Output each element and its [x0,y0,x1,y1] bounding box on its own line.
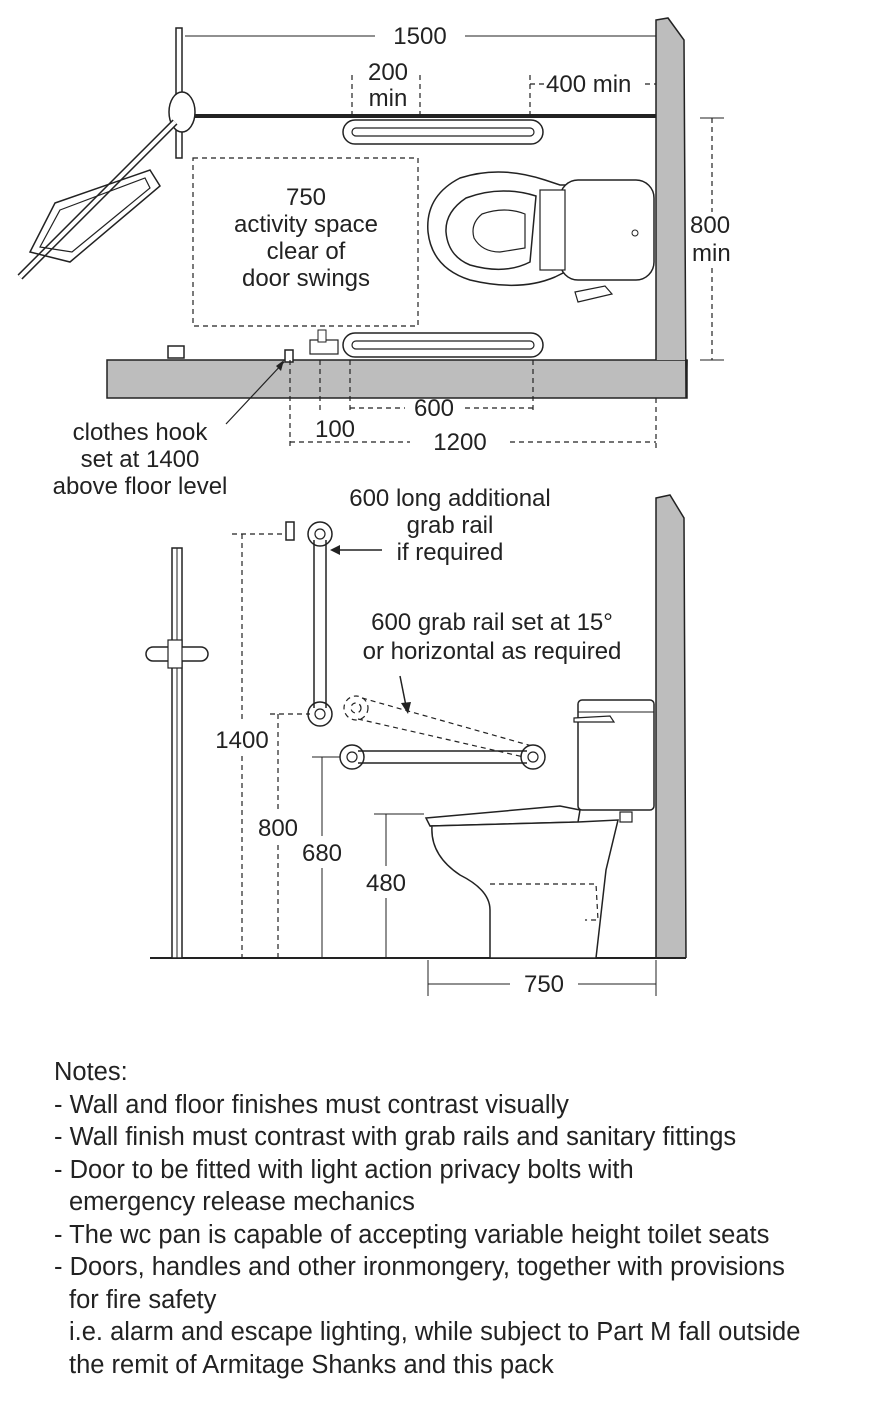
additional-rail-note-3: if required [397,539,504,566]
dim-750-elev-label: 750 [524,971,564,998]
dim-480-label: 480 [366,870,406,897]
door-hinge [168,91,196,133]
hook-note-2: set at 1400 [81,446,200,473]
dim-1200-label: 1200 [433,429,486,456]
horizontal-grab-rail [339,744,546,770]
hook-note-3: above floor level [53,473,228,500]
elevation-back-wall [655,494,687,959]
elevation-toilet [424,699,655,959]
dim-elevation: 1400 800 680 480 750 [215,533,657,998]
plan-clothes-hook [284,349,294,363]
hook-callout: clothes hook set at 1400 above floor lev… [53,360,285,500]
note-line: - Wall finish must contrast with grab ra… [54,1123,737,1151]
notes-block: Notes: - Wall and floor finishes must co… [54,1056,874,1381]
note-line: - The wc pan is capable of accepting var… [54,1220,770,1249]
dim-680-label: 680 [302,840,342,867]
dim-min-label: min [369,85,408,112]
dim-200-label: 200 [368,59,408,86]
additional-rail-note-2: grab rail [407,512,494,539]
angled-rail-arrow [399,675,407,707]
dim-100-label: 100 [315,416,355,443]
note-line: emergency release mechanics [69,1188,415,1216]
dim-1500-label: 1500 [393,23,446,50]
note-line: - Doors, handles and other ironmongery, … [54,1253,785,1281]
dim-800-min-label: min [692,240,731,267]
dim-400-min: 400 min [529,71,656,116]
note-line: - Wall and floor finishes must contrast … [54,1090,569,1119]
elevation-clothes-hook [285,521,295,541]
angled-rail-note-2: or horizontal as required [363,638,622,665]
plan-door-stop [167,345,185,359]
note-line: i.e. alarm and escape lighting, while su… [69,1318,801,1346]
plan-back-wall [655,17,688,399]
note-line: the remit of Armitage Shanks and this pa… [69,1350,554,1379]
plan-view: 750 activity space clear of door swings … [17,17,731,500]
plan-front-wall [106,359,688,399]
activity-space-label-2: activity space [234,211,378,238]
angled-rail-note-1: 600 grab rail set at 15° [371,609,613,636]
activity-space-box [192,157,419,327]
note-line: for fire safety [69,1285,217,1314]
hook-note-1: clothes hook [73,419,209,446]
dim-1500: 1500 [185,23,656,50]
dim-800-elev-label: 800 [258,815,298,842]
vertical-grab-rail [307,521,333,727]
additional-rail-note-1: 600 long additional [349,485,551,512]
dim-800-min: 800 min [690,117,731,361]
accessible-wc-diagram: 750 activity space clear of door swings … [17,17,731,998]
elevation-view: 600 long additional grab rail if require… [145,485,687,998]
note-line: - Door to be fitted with light action pr… [54,1155,634,1184]
activity-space-label-1: 750 [286,184,326,211]
angled-grab-rail-dashed [343,695,533,759]
dim-800-label: 800 [690,212,730,239]
activity-space-label-4: door swings [242,265,370,292]
dim-600-label: 600 [414,395,454,422]
notes-title: Notes: [54,1058,128,1086]
plan-toilet [427,171,655,303]
dim-400-label: 400 min [546,71,631,98]
activity-space-label-3: clear of [267,238,346,265]
dim-200-min: 200 min [351,59,421,120]
dim-1400-label: 1400 [215,727,268,754]
dim-plan-bottom: 600 100 1200 [289,360,657,456]
door-grab-rail [28,169,161,263]
